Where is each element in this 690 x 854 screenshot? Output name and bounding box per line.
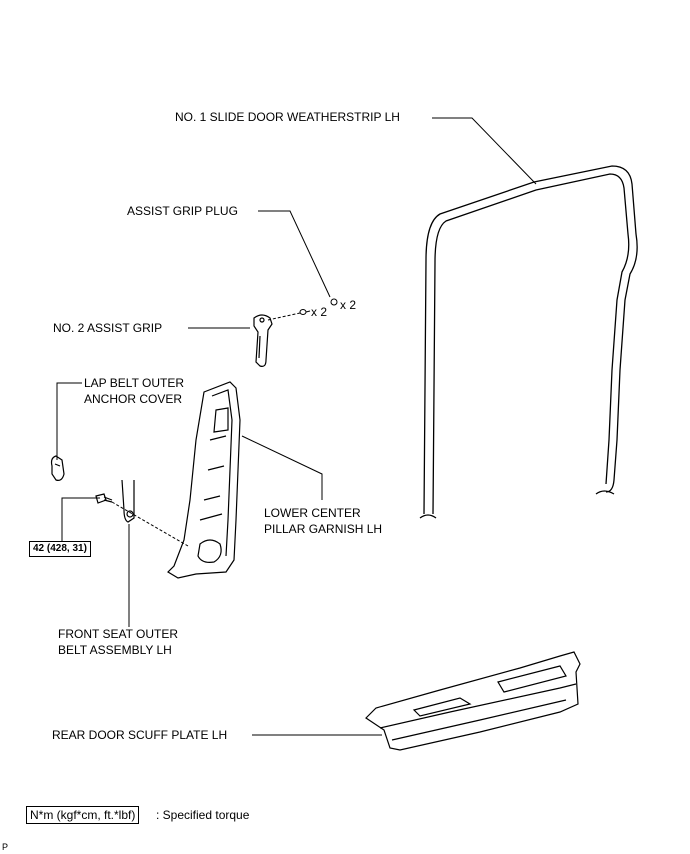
assist-grip-part (253, 314, 273, 367)
assist-grip-plug-label: ASSIST GRIP PLUG (127, 204, 238, 218)
weatherstrip-part (419, 165, 638, 519)
assist-grip-plug-leader (258, 210, 331, 298)
plug-quantity-label: x 2 (340, 298, 357, 312)
scuff-plate-label: REAR DOOR SCUFF PLATE LH (52, 728, 228, 742)
seat-belt-part (121, 479, 135, 523)
lap-belt-cover-leader (56, 382, 82, 460)
pillar-garnish-label-line1: LOWER CENTER (264, 506, 361, 520)
belt-anchor-bolt-part (95, 493, 113, 504)
legend-unit-box: N*m (kgf*cm, ft.*lbf) (26, 806, 140, 824)
torque-leader (61, 497, 100, 542)
torque-spec-box: 42 (428, 31) (29, 541, 91, 557)
screw-alignment-dash (267, 312, 301, 321)
pillar-garnish-part (167, 381, 241, 579)
assist-grip-label: NO. 2 ASSIST GRIP (53, 321, 163, 335)
seat-belt-label-line1: FRONT SEAT OUTER (58, 627, 179, 641)
assist-grip-plug-part (330, 298, 338, 306)
screw-quantity-label: x 2 (311, 305, 328, 319)
lap-belt-cover-label-line2: ANCHOR COVER (84, 392, 183, 406)
lap-belt-cover-label-line1: LAP BELT OUTER (84, 376, 185, 390)
legend-description: : Specified torque (156, 808, 250, 822)
lap-belt-cover-part (50, 455, 65, 481)
assist-grip-screw-part (299, 309, 311, 315)
weatherstrip-leader (432, 117, 537, 185)
weatherstrip-label: NO. 1 SLIDE DOOR WEATHERSTRIP LH (175, 110, 400, 124)
corner-mark: P (2, 842, 9, 852)
pillar-garnish-leader (241, 435, 323, 500)
scuff-plate-part (365, 651, 581, 751)
pillar-garnish-label-line2: PILLAR GARNISH LH (264, 522, 383, 536)
seat-belt-label-line2: BELT ASSEMBLY LH (58, 643, 172, 657)
